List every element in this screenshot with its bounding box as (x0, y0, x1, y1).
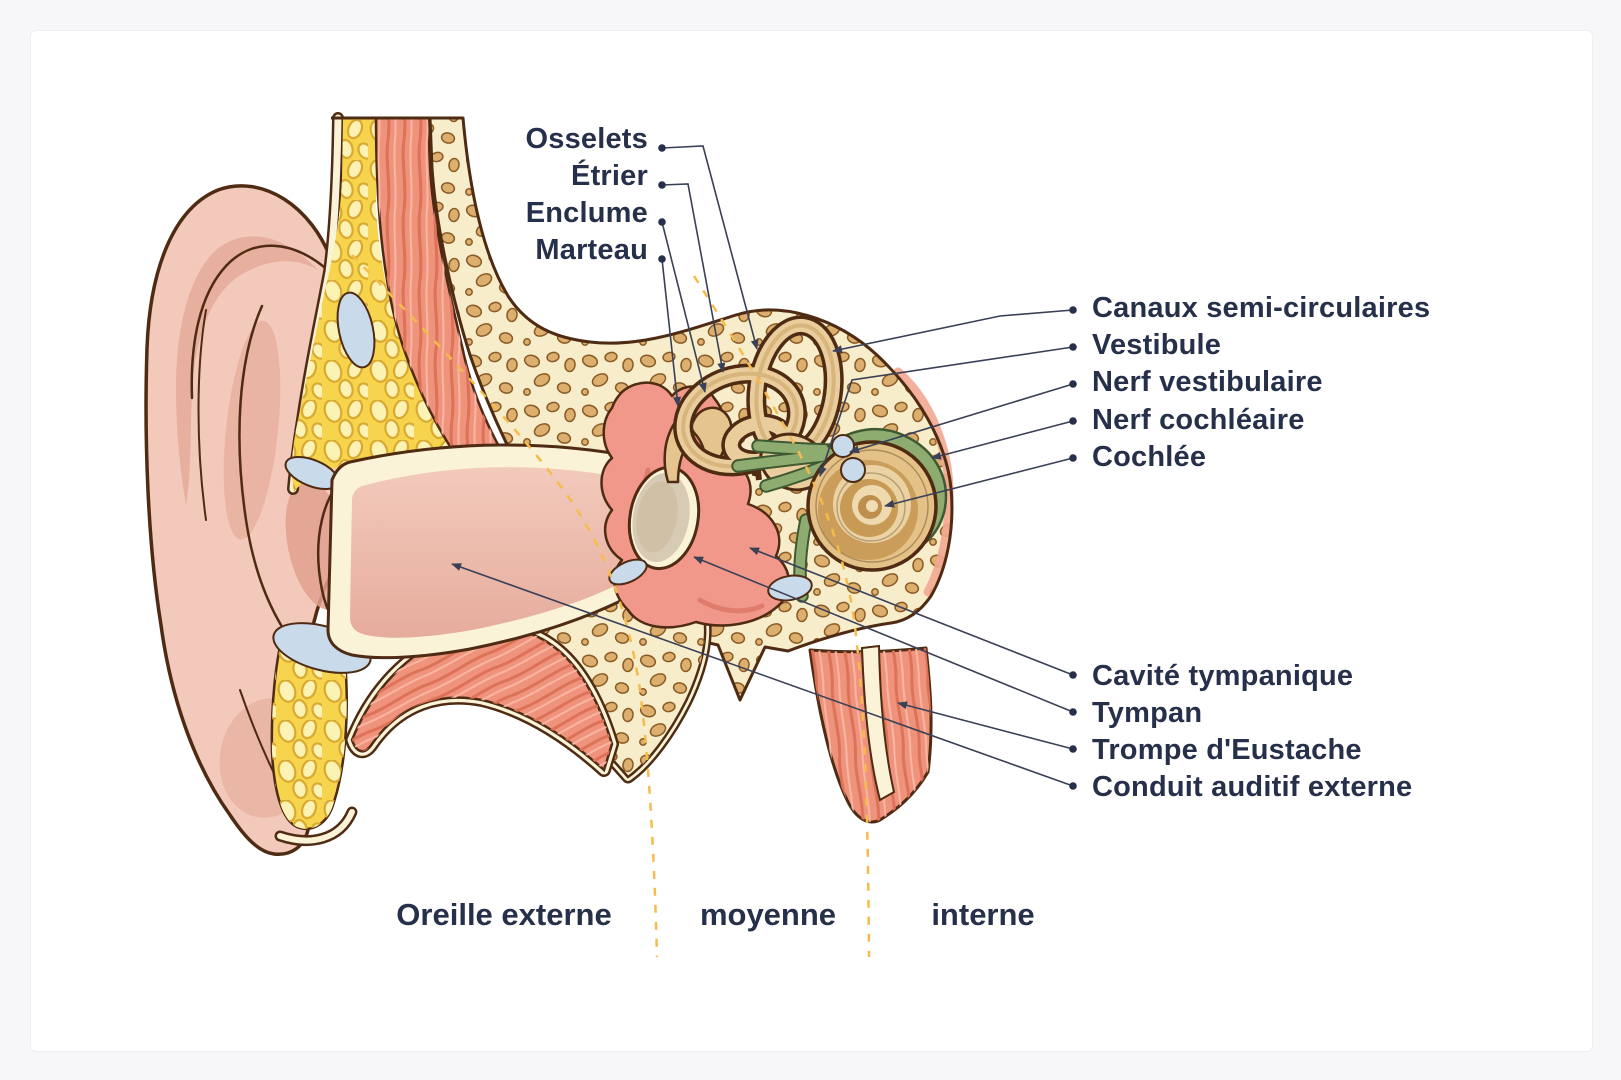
fat-tissue-upper (287, 112, 480, 495)
leader-canaux (832, 306, 1077, 354)
leader-lines (451, 144, 1077, 790)
leader-nerf-vestibulaire (849, 380, 1077, 454)
label-marteau: Marteau (535, 234, 648, 266)
divider-middle-inner (692, 275, 871, 958)
leader-enclume (658, 218, 707, 393)
label-enclume: Enclume (525, 197, 648, 229)
leader-tympan (693, 556, 1077, 716)
leader-nerf-cochleaire (931, 417, 1077, 460)
label-tympan: Tympan (1092, 697, 1203, 729)
eustachian-tube (860, 644, 896, 802)
leader-etrier (658, 181, 726, 373)
region-label-moyenne: moyenne (699, 897, 837, 932)
label-cavite-tympanique: Cavité tympanique (1092, 660, 1354, 692)
leader-cavite-tympanique (749, 547, 1077, 679)
label-cochlee: Cochlée (1092, 441, 1207, 473)
leader-marteau (658, 255, 682, 407)
eardrum (627, 465, 701, 571)
label-nerf-cochleaire: Nerf cochléaire (1092, 404, 1305, 436)
muscle-band-lower (345, 620, 619, 777)
label-canaux-semi-circulaires: Canaux semi-circulaires (1092, 292, 1431, 324)
vestibular-nerve (753, 441, 837, 455)
label-etrier: Étrier (571, 160, 648, 192)
label-vestibule: Vestibule (1092, 329, 1222, 361)
label-osselets: Osselets (525, 123, 648, 155)
label-trompe-eustache: Trompe d'Eustache (1092, 734, 1362, 766)
divider-outer-middle (351, 254, 659, 958)
region-label-oreille-externe: Oreille externe (396, 897, 612, 932)
leader-conduit (451, 563, 1077, 790)
leader-osselets (658, 144, 759, 350)
label-nerf-vestibulaire: Nerf vestibulaire (1092, 366, 1323, 398)
label-conduit-auditif-externe: Conduit auditif externe (1092, 771, 1413, 803)
fat-tissue-lower (270, 624, 358, 847)
region-label-interne: interne (931, 897, 1035, 932)
eustachian-muscles (808, 644, 933, 824)
region-divider-dashes (351, 254, 871, 958)
leader-vestibule (819, 343, 1077, 477)
leader-trompe (897, 701, 1077, 753)
cartilage-blob (336, 291, 376, 369)
leader-cochlee (884, 454, 1077, 508)
cochlea (806, 440, 938, 572)
cartilage-blobs-inner (608, 434, 866, 602)
